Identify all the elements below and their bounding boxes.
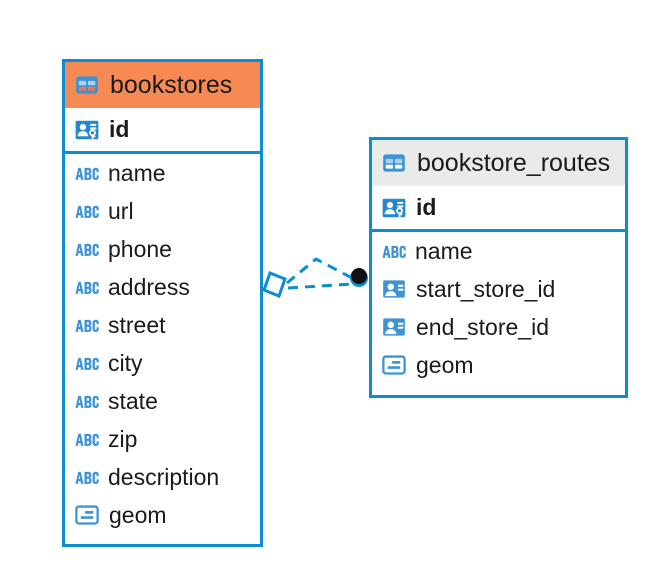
field-row[interactable]: start_store_id [372, 270, 625, 308]
field-label: id [109, 116, 130, 142]
entity-bookstores[interactable]: bookstores id [62, 59, 263, 547]
field-row[interactable]: end_store_id [372, 308, 625, 346]
primary-key-icon [75, 120, 99, 139]
abc-text-icon [75, 395, 99, 408]
table-icon [383, 154, 405, 172]
field-row[interactable]: id [65, 108, 260, 151]
field-row[interactable]: city [65, 344, 260, 382]
abc-text-icon [75, 167, 99, 180]
table-icon [76, 76, 98, 94]
field-label: geom [109, 501, 167, 528]
field-label: id [416, 194, 437, 220]
entity-title: bookstores [110, 70, 233, 99]
field-label: state [108, 387, 158, 414]
abc-text-icon [75, 281, 99, 294]
filled-circle-marker [350, 268, 368, 287]
field-row[interactable]: phone [65, 230, 260, 268]
field-row[interactable]: description [65, 458, 260, 496]
abc-text-icon [75, 471, 99, 484]
abc-text-icon [75, 319, 99, 332]
field-label: phone [108, 235, 172, 262]
relationship-line-upper [286, 257, 353, 285]
abc-text-icon [382, 245, 406, 258]
entity-key-section-bookstore-routes: id [372, 186, 625, 232]
foreign-key-icon [383, 280, 405, 298]
relationship-line-lower [287, 282, 353, 290]
field-row[interactable]: geom [65, 496, 260, 534]
field-label: street [108, 311, 166, 338]
entity-fields-bookstore-routes: name start_store_id [372, 232, 625, 384]
primary-key-icon [382, 198, 406, 217]
entity-fields-bookstores: name url [65, 154, 260, 534]
geometry-icon [382, 355, 406, 375]
field-row[interactable]: name [65, 154, 260, 192]
field-row[interactable]: url [65, 192, 260, 230]
entity-bookstore-routes[interactable]: bookstore_routes id [369, 137, 628, 398]
entity-header-bookstores[interactable]: bookstores [65, 62, 260, 108]
field-label: zip [108, 425, 138, 452]
field-row[interactable]: zip [65, 420, 260, 458]
field-label: name [108, 159, 166, 186]
field-row[interactable]: state [65, 382, 260, 420]
foreign-key-icon [383, 318, 405, 336]
entity-title: bookstore_routes [417, 148, 611, 177]
abc-text-icon [75, 433, 99, 446]
abc-text-icon [75, 357, 99, 370]
field-label: geom [416, 351, 474, 378]
field-label: start_store_id [416, 275, 556, 302]
abc-text-icon [75, 205, 99, 218]
field-row[interactable]: address [65, 268, 260, 306]
field-row[interactable]: street [65, 306, 260, 344]
abc-text-icon [75, 243, 99, 256]
entity-header-bookstore-routes[interactable]: bookstore_routes [372, 140, 625, 186]
field-row[interactable]: name [372, 232, 625, 270]
field-label: description [108, 463, 220, 490]
field-label: name [415, 237, 473, 264]
geometry-icon [75, 505, 99, 525]
field-row[interactable]: id [372, 186, 625, 229]
field-label: url [108, 197, 134, 224]
field-label: address [108, 273, 190, 300]
field-label: end_store_id [416, 313, 549, 340]
diamond-marker [262, 271, 287, 298]
field-row[interactable]: geom [372, 346, 625, 384]
entity-key-section-bookstores: id [65, 108, 260, 154]
field-label: city [108, 349, 143, 376]
